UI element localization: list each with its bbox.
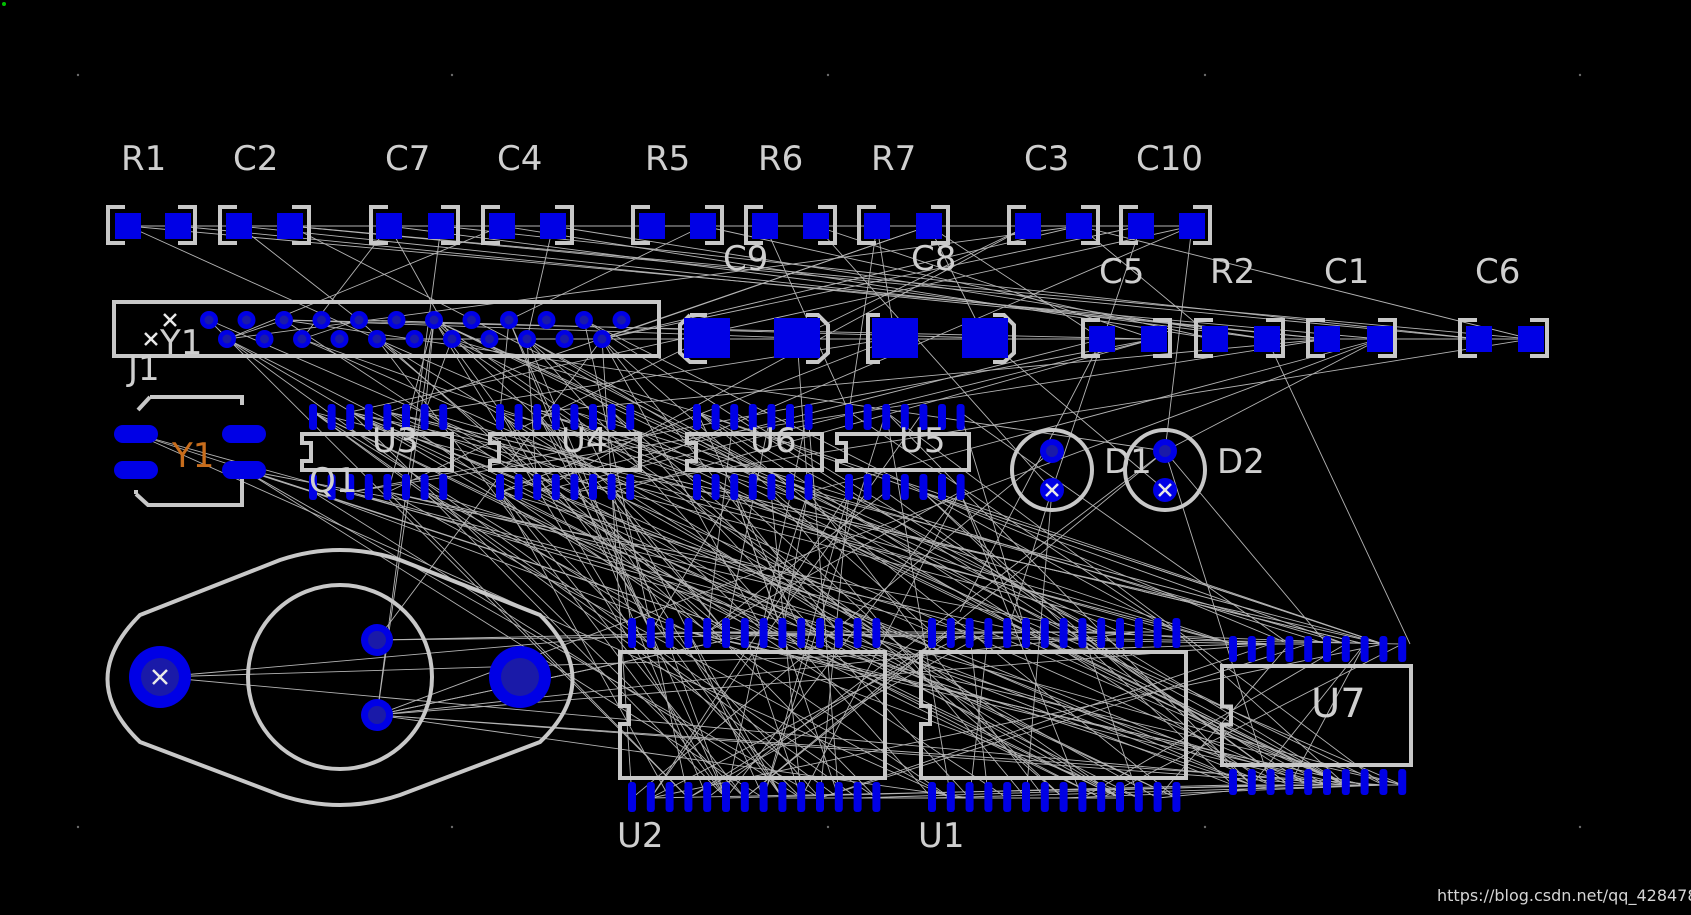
component-C7[interactable]: C7 [369,139,460,245]
component-U5[interactable] [835,404,971,500]
ref-C2: C2 [233,139,278,179]
ref-U2: U2 [617,816,664,856]
large-ic-row [618,618,1413,812]
ref-C7: C7 [385,139,430,179]
component-U6[interactable] [685,404,824,500]
ref-C5: C5 [1099,252,1144,292]
component-U1[interactable] [919,618,1188,812]
component-D1[interactable]: D1 [1010,428,1152,512]
component-R2[interactable]: R2 [1194,252,1285,358]
component-C3[interactable]: C3 [1007,139,1100,245]
component-U3[interactable] [300,404,454,500]
grid-dots [76,73,1582,829]
ref-C4: C4 [497,139,542,179]
component-C9[interactable]: C9 [678,239,830,364]
small-ic-row [300,404,971,500]
ref-R6: R6 [758,139,803,179]
component-C4[interactable]: C4 [481,139,574,245]
ref-U7: U7 [1311,681,1366,727]
watermark: https://blog.csdn.net/qq_42847890 [1437,886,1691,906]
ref-U6: U6 [750,421,797,461]
ref-D1: D1 [1104,442,1152,482]
component-Q1[interactable] [105,548,575,807]
component-Y1[interactable]: Y1 [114,395,266,507]
component-C8[interactable]: C8 [866,239,1016,364]
ref-J1: J1 [126,349,160,389]
component-C5[interactable]: C5 [1081,252,1172,358]
component-R1[interactable]: R1 [106,139,197,245]
component-U2[interactable] [618,618,887,812]
ref-R1: R1 [121,139,166,179]
component-U4[interactable] [488,404,642,500]
ref-U4: U4 [561,421,608,461]
component-C1[interactable]: C1 [1306,252,1397,358]
ref-C10: C10 [1136,139,1203,179]
ref-C8: C8 [911,239,956,279]
component-J1[interactable]: Y1 J1 [112,300,661,389]
ref-R5: R5 [645,139,690,179]
ref-U3: U3 [372,421,419,461]
ref-J1-value: Y1 [159,323,202,363]
ref-C1: C1 [1324,252,1369,292]
component-U7[interactable] [1220,636,1413,795]
component-C10[interactable]: C10 [1119,139,1212,245]
component-R7[interactable]: R7 [857,139,950,245]
ref-R2: R2 [1210,252,1255,292]
ref-C6: C6 [1475,252,1520,292]
origin-marker [2,2,6,6]
ref-U5: U5 [899,421,946,461]
ref-C3: C3 [1024,139,1069,179]
component-R5[interactable]: R5 [631,139,724,245]
ref-Q1: Q1 [309,461,357,501]
ref-R7: R7 [871,139,916,179]
y1-value: Y1 [171,436,214,476]
ref-C9: C9 [723,239,768,279]
component-R6[interactable]: R6 [744,139,837,245]
component-D2[interactable]: D2 [1123,428,1265,512]
component-C2[interactable]: C2 [218,139,311,245]
ref-U1: U1 [918,816,965,856]
component-C6[interactable]: C6 [1458,252,1549,358]
ref-D2: D2 [1217,442,1265,482]
